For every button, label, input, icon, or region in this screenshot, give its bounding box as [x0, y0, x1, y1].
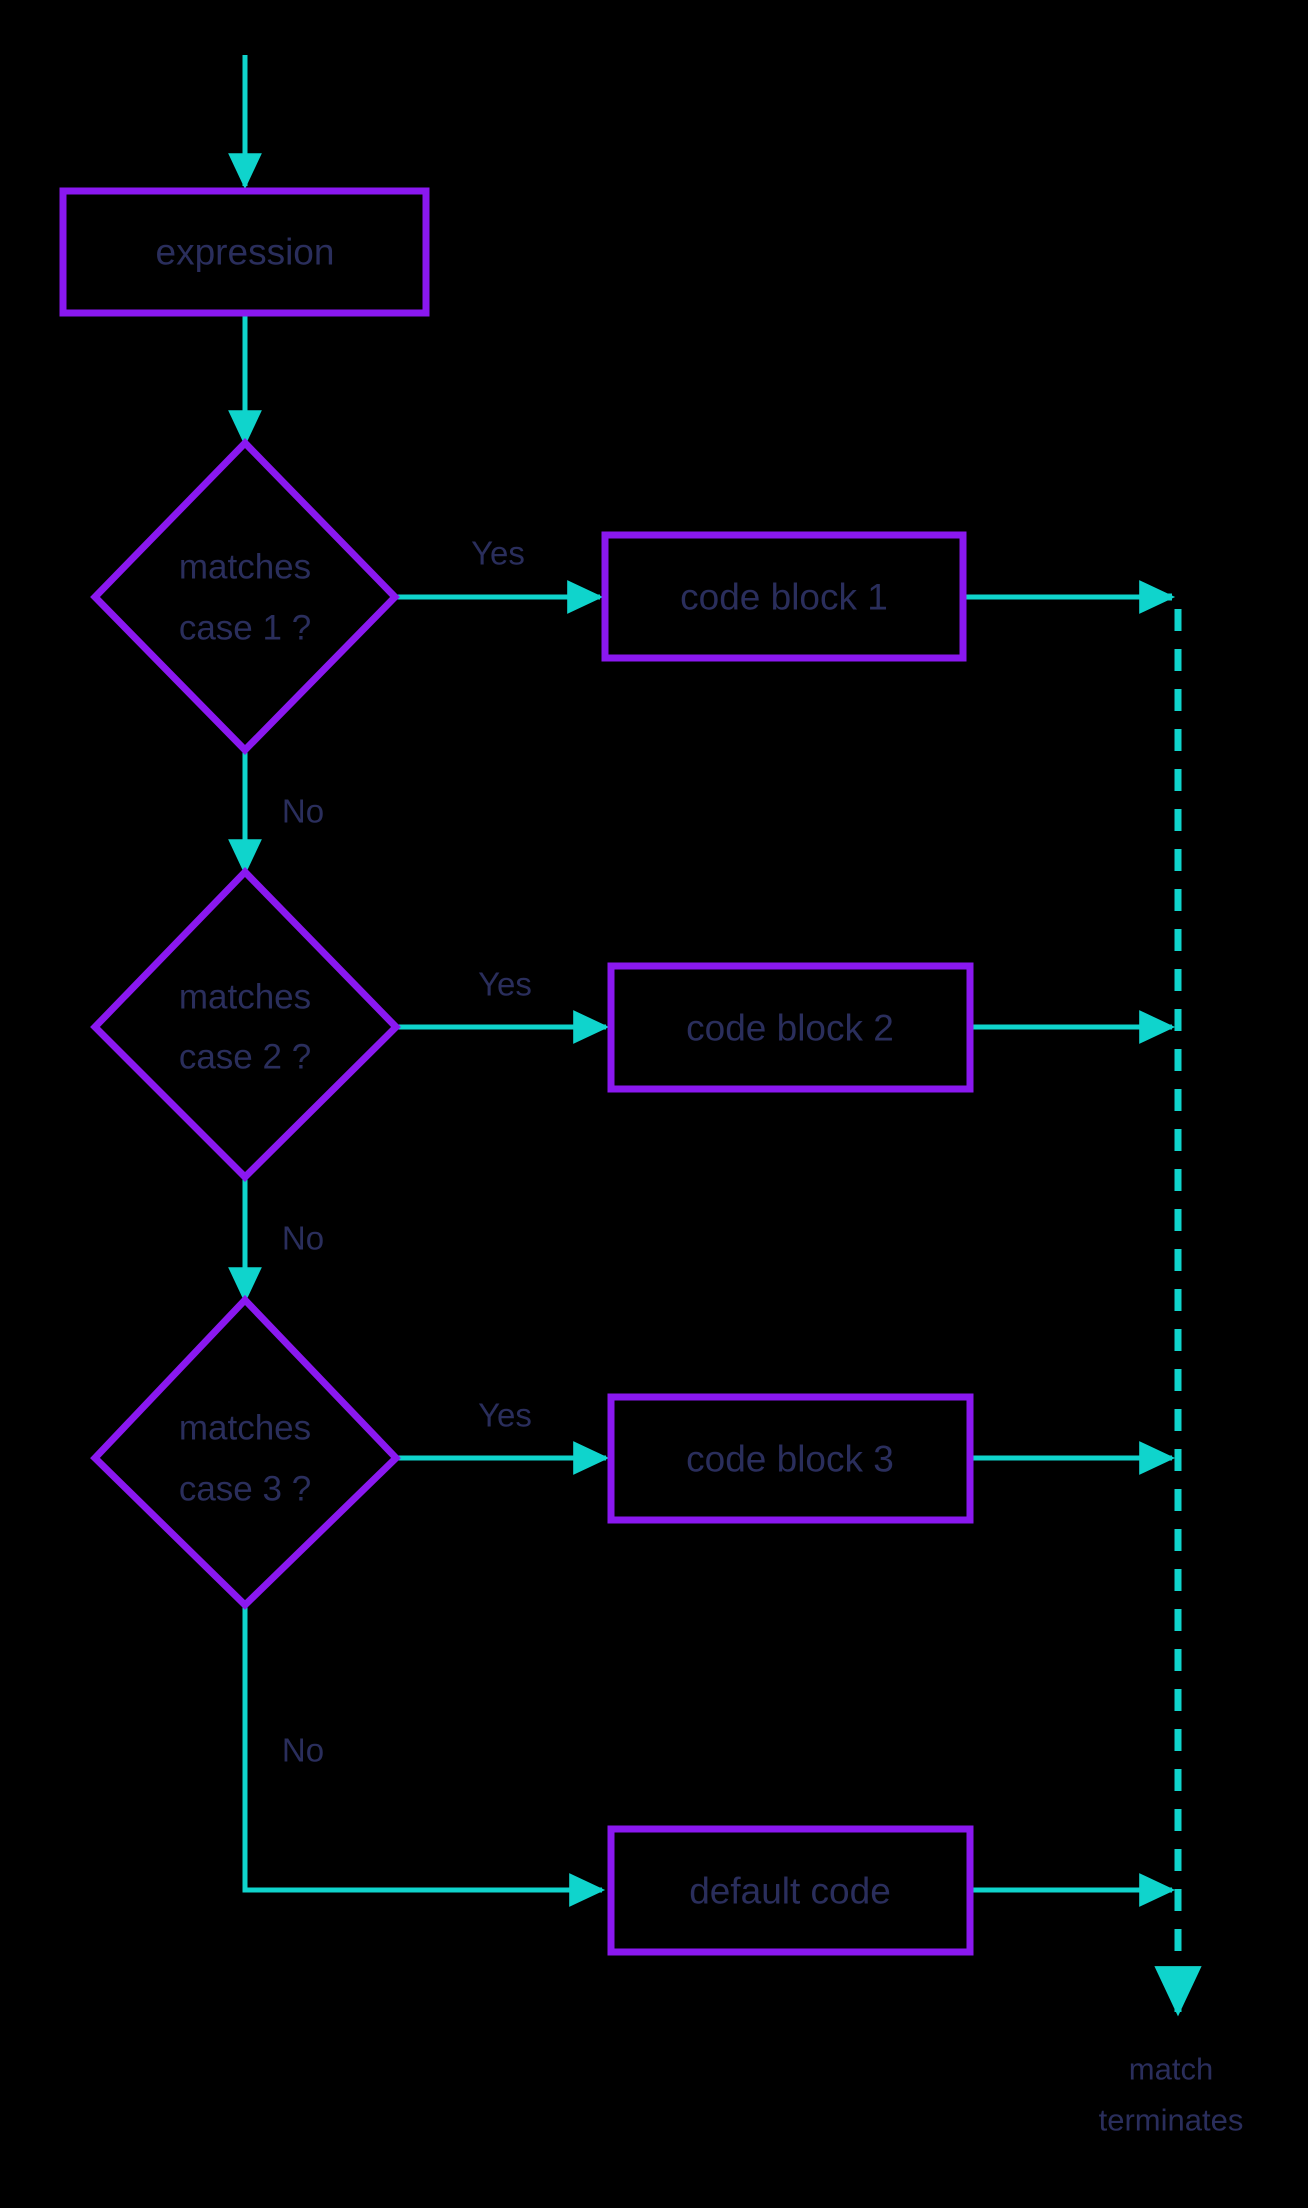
edge-label-yes-3: Yes	[478, 1397, 532, 1434]
node-decision2-label-line2: case 2 ?	[179, 1038, 311, 1077]
node-default-code-box[interactable]	[607, 1825, 974, 1956]
node-decision1-label-line1: matches	[179, 548, 311, 587]
node-code-block-1-box[interactable]	[601, 531, 967, 662]
edge-decision3-no-to-default	[242, 1605, 606, 1907]
edge-label-no-2: No	[282, 1220, 324, 1257]
node-decision1-label-line2: case 1 ?	[179, 609, 311, 648]
join-rail-dashed	[1150, 593, 1202, 2017]
node-decision2-diamond[interactable]	[90, 866, 401, 1182]
node-decision2-label-line1: matches	[179, 978, 311, 1017]
edge-label-yes-2: Yes	[478, 966, 532, 1003]
node-default-code-label: default code	[689, 1871, 891, 1912]
node-code-block-3-label: code block 3	[686, 1439, 894, 1480]
edge-label-yes-1: Yes	[471, 535, 525, 572]
node-decision1-diamond[interactable]	[90, 437, 400, 755]
node-code-block-2-box[interactable]	[607, 962, 974, 1093]
terminator-label-line1: match	[1129, 2052, 1213, 2087]
edge-label-no-3: No	[282, 1732, 324, 1769]
node-expression-label: expression	[156, 232, 335, 273]
node-decision3-diamond[interactable]	[90, 1294, 401, 1610]
node-code-block-1-label: code block 1	[680, 577, 888, 618]
node-code-block-3-box[interactable]	[607, 1393, 974, 1524]
node-decision3-label-line1: matches	[179, 1409, 311, 1448]
edge-label-no-1: No	[282, 793, 324, 830]
node-expression-box[interactable]	[59, 187, 430, 317]
node-decision3-label-line2: case 3 ?	[179, 1470, 311, 1509]
node-code-block-2-label: code block 2	[686, 1008, 894, 1049]
terminator-label-line2: terminates	[1099, 2103, 1244, 2138]
